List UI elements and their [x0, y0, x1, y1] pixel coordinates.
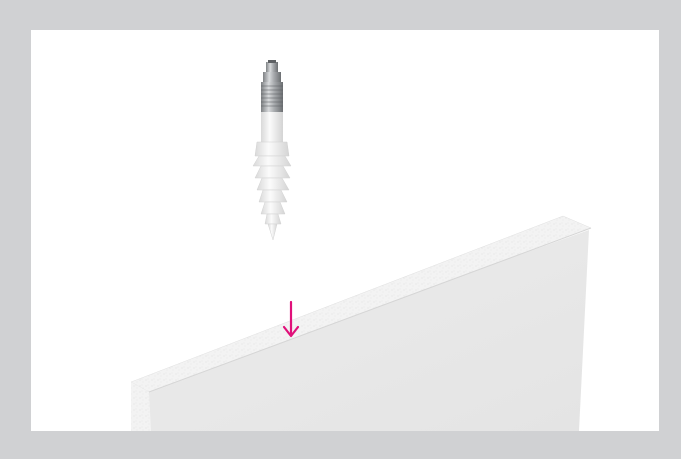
screw-anchor-icon	[252, 60, 292, 241]
insulation-panel-icon	[130, 215, 592, 431]
illustration-svg	[130, 60, 592, 431]
illustration-canvas	[31, 30, 659, 431]
down-arrow-icon	[282, 300, 300, 338]
